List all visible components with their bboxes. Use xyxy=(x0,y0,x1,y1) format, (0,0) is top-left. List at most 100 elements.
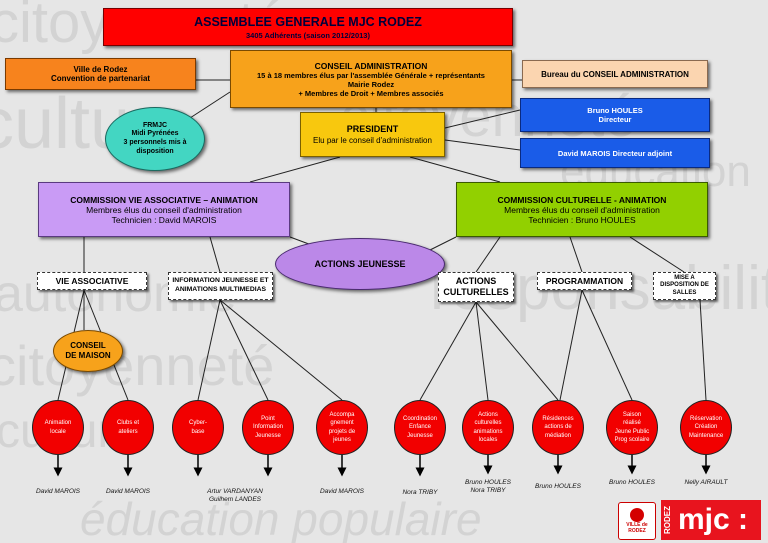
category-label: SALLES xyxy=(672,289,697,296)
person-label: Bruno HOULES xyxy=(602,479,662,487)
activity-label: Résidences xyxy=(542,416,574,423)
activity-circle: Coordination Enfance Jeunesse xyxy=(394,400,446,455)
bureau-title: Bureau du CONSEIL ADMINISTRATION xyxy=(541,69,689,79)
activity-circle: Animation locale xyxy=(32,400,84,455)
board-line: Mairie Rodez xyxy=(347,79,395,89)
person-label: Nelly AIRAULT xyxy=(674,479,738,487)
category-label: ANIMATIONS MULTIMEDIAS xyxy=(174,286,267,293)
person-name: Bruno HOULES xyxy=(465,479,511,486)
board-line: + Membres de Droit + Membres associés xyxy=(298,88,444,98)
partner-name: Ville de Rodez xyxy=(73,65,128,74)
frmjc-line: Midi Pyrénées xyxy=(131,130,179,138)
person-label: David MAROIS xyxy=(98,488,158,496)
activity-label: Point xyxy=(261,416,275,423)
rodez-emblem-icon xyxy=(630,508,644,522)
category-label: ACTIONS xyxy=(455,275,497,286)
commission-members: Membres élus du conseil d'administration xyxy=(504,204,660,215)
activity-label: Réservation xyxy=(689,416,722,423)
activity-label: Animation xyxy=(44,420,72,427)
commission-technician: Technicien : Bruno HOULES xyxy=(528,214,636,225)
activity-label: ateliers xyxy=(118,428,138,435)
director-role: Directeur xyxy=(598,115,632,124)
person-label: David MAROIS xyxy=(28,488,88,496)
activity-label: locales xyxy=(478,436,498,443)
activity-label: Prog scolaire xyxy=(614,436,650,443)
mjc-logo: RODEZ mjc : xyxy=(661,500,761,540)
person-name: David MAROIS xyxy=(35,488,81,495)
category-mise-a-disposition: MISE A DISPOSITION DE SALLES xyxy=(653,272,716,300)
ville-rodez-logo-text: RODEZ xyxy=(628,527,646,534)
bg-word: citoyenneté xyxy=(0,334,275,397)
conseil-de-maison-label: DE MAISON xyxy=(65,351,111,360)
commission-members: Membres élus du conseil d'administration xyxy=(86,204,242,215)
commission-vie-associative: COMMISSION VIE ASSOCIATIVE – ANIMATION M… xyxy=(38,182,290,237)
category-label: CULTURELLES xyxy=(443,287,509,297)
category-label: PROGRAMMATION xyxy=(545,276,624,286)
activity-label: Enfance xyxy=(408,424,432,431)
activity-circle: Actions culturelles animations locales xyxy=(462,400,514,455)
director-name: Bruno HOULES xyxy=(587,106,643,115)
category-programmation: PROGRAMMATION xyxy=(537,272,632,290)
commission-title: COMMISSION CULTURELLE - ANIMATION xyxy=(497,194,667,205)
activity-label: projets de xyxy=(328,428,356,435)
activity-circle: Point Information Jeunesse xyxy=(242,400,294,455)
activity-label: réalisé xyxy=(623,420,641,427)
president-box: PRESIDENT Elu par le conseil d'administr… xyxy=(300,112,445,157)
category-label: INFORMATION JEUNESSE ET xyxy=(172,277,269,285)
activity-label: animations xyxy=(473,428,503,435)
person-name: Bruno HOULES xyxy=(535,483,581,490)
person-name: Bruno HOULES xyxy=(609,479,655,486)
assembly-header: ASSEMBLEE GENERALE MJC RODEZ 3405 Adhére… xyxy=(103,8,513,46)
activity-label: Information xyxy=(252,424,283,431)
activity-label: gnement xyxy=(330,420,354,427)
person-label: Bruno HOULES xyxy=(528,483,588,491)
conseil-de-maison-label: CONSEIL xyxy=(70,341,106,351)
frmjc-ellipse: FRMJC Midi Pyrénées 3 personnels mis à d… xyxy=(105,107,205,171)
person-name: Artur VARDANYAN xyxy=(207,488,263,495)
category-label: DISPOSITION DE xyxy=(660,282,709,289)
person-label: Artur VARDANYAN Guilhem LANDES xyxy=(190,488,280,504)
board-title: CONSEIL ADMINISTRATION xyxy=(314,60,428,71)
director-box: Bruno HOULES Directeur xyxy=(520,98,710,132)
president-title: PRESIDENT xyxy=(346,124,399,134)
category-actions-culturelles: ACTIONS CULTURELLES xyxy=(438,272,514,302)
activity-circle: Réservation Création Maintenance xyxy=(680,400,732,455)
person-name: David MAROIS xyxy=(319,488,365,495)
person-label: David MAROIS xyxy=(312,488,372,496)
activity-label: jeunes xyxy=(333,436,351,443)
mjc-logo-text: mjc : xyxy=(678,503,749,536)
frmjc-line: disposition xyxy=(136,147,174,155)
activity-label: Cyber- xyxy=(188,420,207,427)
activity-label: Jeunesse xyxy=(407,432,433,439)
activity-label: médiation xyxy=(544,432,571,439)
person-name: Nora TRIBY xyxy=(470,487,506,495)
activity-label: base xyxy=(191,428,205,435)
activity-label: locale xyxy=(50,428,66,435)
category-label: MISE A xyxy=(674,274,695,281)
person-name: David MAROIS xyxy=(105,488,151,495)
partner-convention: Convention de partenariat xyxy=(50,74,151,83)
activity-label: Création xyxy=(694,424,718,431)
partner-box: Ville de Rodez Convention de partenariat xyxy=(5,58,196,90)
frmjc-line: 3 personnels mis à xyxy=(123,139,187,146)
activity-label: Accompa xyxy=(329,412,355,419)
activity-label: Clubs et xyxy=(116,420,139,427)
ville-rodez-logo-text: VILLE de xyxy=(626,522,648,528)
actions-jeunesse-label: ACTIONS JEUNESSE xyxy=(314,259,406,269)
activity-circle: Cyber- base xyxy=(172,400,224,455)
page-title: ASSEMBLEE GENERALE MJC RODEZ xyxy=(194,14,422,29)
person-label: Bruno HOULES Nora TRIBY xyxy=(456,479,520,495)
activity-label: Saison xyxy=(622,412,642,419)
commission-culturelle: COMMISSION CULTURELLE - ANIMATION Membre… xyxy=(456,182,708,237)
board-box: CONSEIL ADMINISTRATION 15 à 18 membres é… xyxy=(230,50,512,108)
category-information-jeunesse: INFORMATION JEUNESSE ET ANIMATIONS MULTI… xyxy=(168,272,273,300)
ville-rodez-logo: VILLE de RODEZ xyxy=(618,502,656,540)
category-vie-associative: VIE ASSOCIATIVE xyxy=(37,272,147,290)
activity-label: Jeunesse xyxy=(255,432,281,439)
person-name: Nelly AIRAULT xyxy=(684,479,728,486)
activity-circle: Saison réalisé Jeune Public Prog scolair… xyxy=(606,400,658,455)
activity-circle: Clubs et ateliers xyxy=(102,400,154,455)
activity-label: culturelles xyxy=(474,420,502,427)
conseil-de-maison-ellipse: CONSEIL DE MAISON xyxy=(53,330,123,372)
frmjc-line: FRMJC xyxy=(142,121,168,129)
